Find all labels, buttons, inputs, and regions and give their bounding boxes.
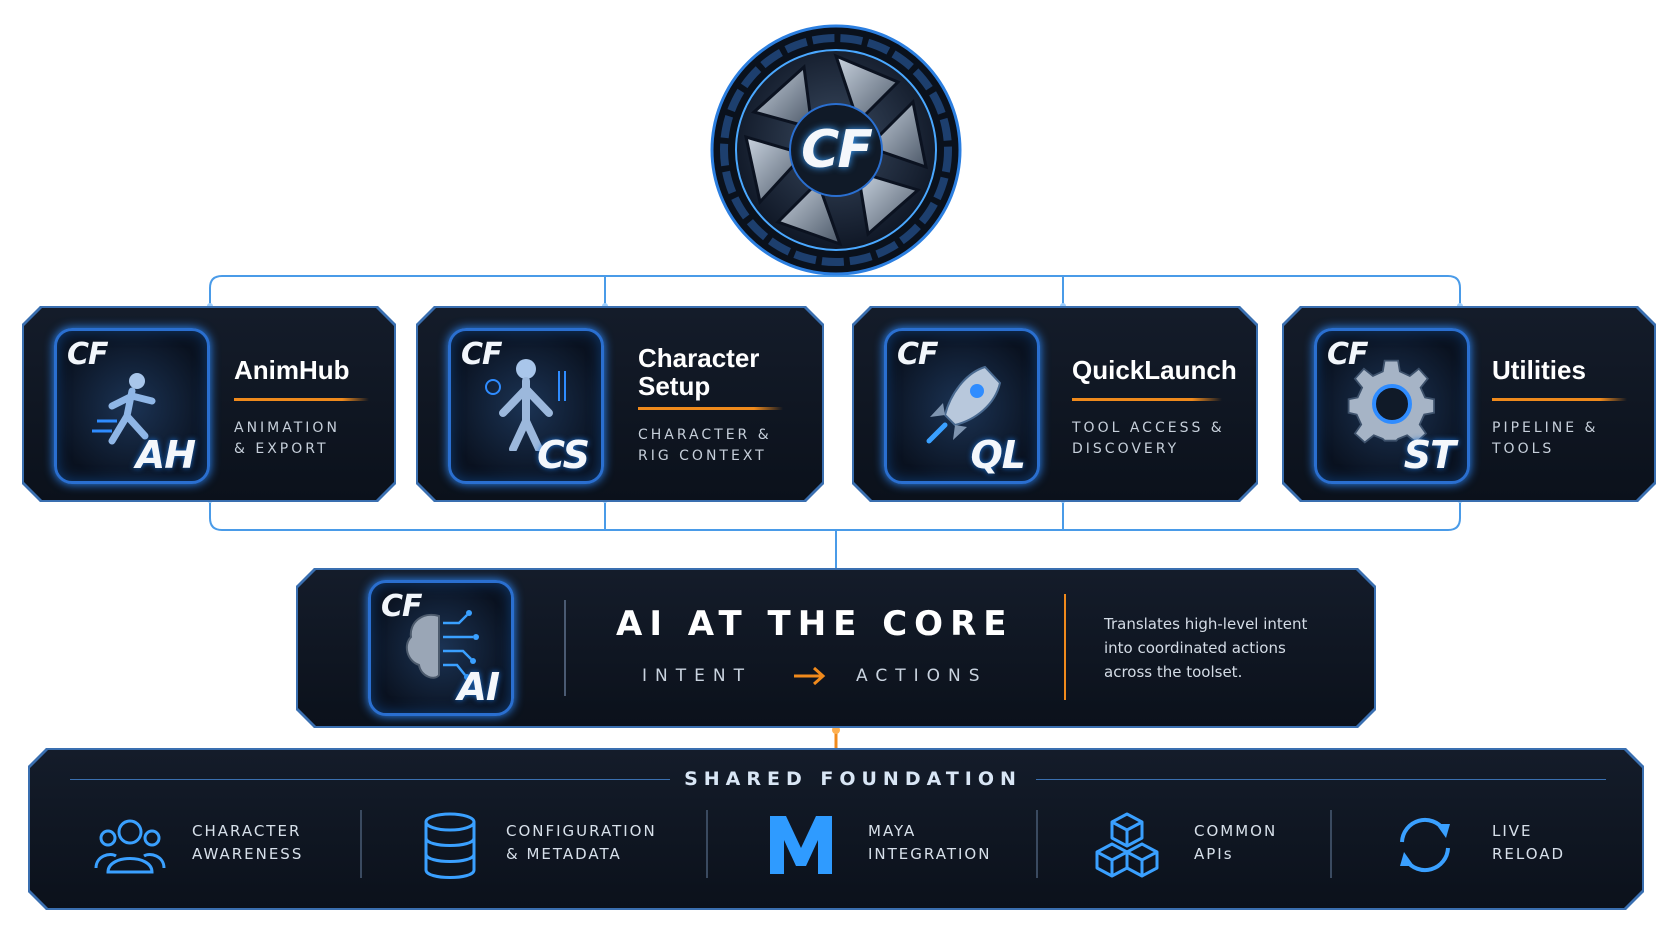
module-card-animhub[interactable]: CF AH AnimHub ANIMATION & EXPORT: [24, 308, 394, 500]
database-icon: [422, 812, 478, 880]
module-card-utilities[interactable]: CF ST Utilities PIPELINE & TOOLS: [1284, 308, 1654, 500]
foundation-title: SHARED FOUNDATION: [684, 768, 1022, 790]
core-divider: [564, 600, 566, 696]
cf-mark: CF: [461, 337, 502, 372]
module-title: Utilities: [1492, 355, 1586, 385]
module-code: AH: [135, 433, 195, 477]
module-card-quicklaunch[interactable]: CF QL QuickLaunch TOOL ACCESS & DISCOVER…: [854, 308, 1256, 500]
module-subtitle: CHARACTER & RIG CONTEXT: [638, 427, 772, 464]
hub-logo[interactable]: CF: [708, 22, 964, 278]
module-underline: [234, 398, 369, 401]
core-divider-orange: [1064, 594, 1066, 700]
module-code: CS: [537, 433, 589, 477]
aperture-icon: [710, 24, 962, 276]
actions-label: ACTIONS: [856, 666, 988, 686]
module-underline: [638, 407, 783, 410]
ai-core-panel[interactable]: CF AI AI AT THE CORE INTENT ACTIONS Tran…: [298, 570, 1374, 726]
module-icon-box: CF ST: [1314, 328, 1470, 484]
module-icon-box: CF QL: [884, 328, 1040, 484]
rocket-icon: [915, 355, 1010, 450]
arrow-right-icon: [792, 664, 828, 688]
module-underline: [1492, 398, 1627, 401]
hub-logo-text: CF: [801, 120, 873, 180]
module-underline: [1072, 398, 1222, 401]
core-title: AI AT THE CORE: [616, 604, 1014, 644]
rig-figure-icon: [481, 351, 571, 451]
module-code: AI: [457, 665, 499, 709]
intent-label: INTENT: [642, 666, 752, 686]
foundation-item-label: COMMON APIs: [1194, 822, 1278, 863]
shared-foundation-panel: SHARED FOUNDATION CHARACTER AWARENESS CO…: [30, 750, 1642, 908]
module-subtitle: PIPELINE & TOOLS: [1492, 420, 1599, 457]
foundation-item-label: CHARACTER AWARENESS: [192, 822, 304, 863]
cf-mark: CF: [1327, 337, 1368, 372]
module-code: ST: [1403, 433, 1455, 477]
module-title: AnimHub: [234, 355, 350, 385]
module-subtitle: TOOL ACCESS & DISCOVERY: [1072, 420, 1225, 457]
module-icon-box: CF AH: [54, 328, 210, 484]
cf-mark: CF: [67, 337, 108, 372]
maya-icon: [768, 814, 834, 876]
running-figure-icon: [87, 361, 177, 451]
ai-icon-box: CF AI: [368, 580, 514, 716]
cf-mark: CF: [381, 589, 422, 624]
module-title: QuickLaunch: [1072, 355, 1237, 385]
brain-circuit-icon: [397, 601, 487, 691]
foundation-item-label: CONFIGURATION & METADATA: [506, 822, 657, 863]
module-code: QL: [970, 433, 1025, 477]
cf-mark: CF: [897, 337, 938, 372]
users-icon: [94, 816, 166, 876]
foundation-item-label: LIVE RELOAD: [1492, 822, 1566, 863]
module-subtitle: ANIMATION & EXPORT: [234, 420, 340, 457]
module-icon-box: CF CS: [448, 328, 604, 484]
cubes-icon: [1094, 810, 1160, 880]
gear-icon: [1345, 357, 1440, 452]
module-card-character-setup[interactable]: CF CS Character Setup CHARACTER & RIG CO…: [418, 308, 822, 500]
reload-icon: [1392, 812, 1458, 878]
core-description: Translates high-level intent into coordi…: [1104, 615, 1308, 681]
module-title: Character Setup: [638, 343, 760, 401]
foundation-item-label: MAYA INTEGRATION: [868, 822, 992, 863]
